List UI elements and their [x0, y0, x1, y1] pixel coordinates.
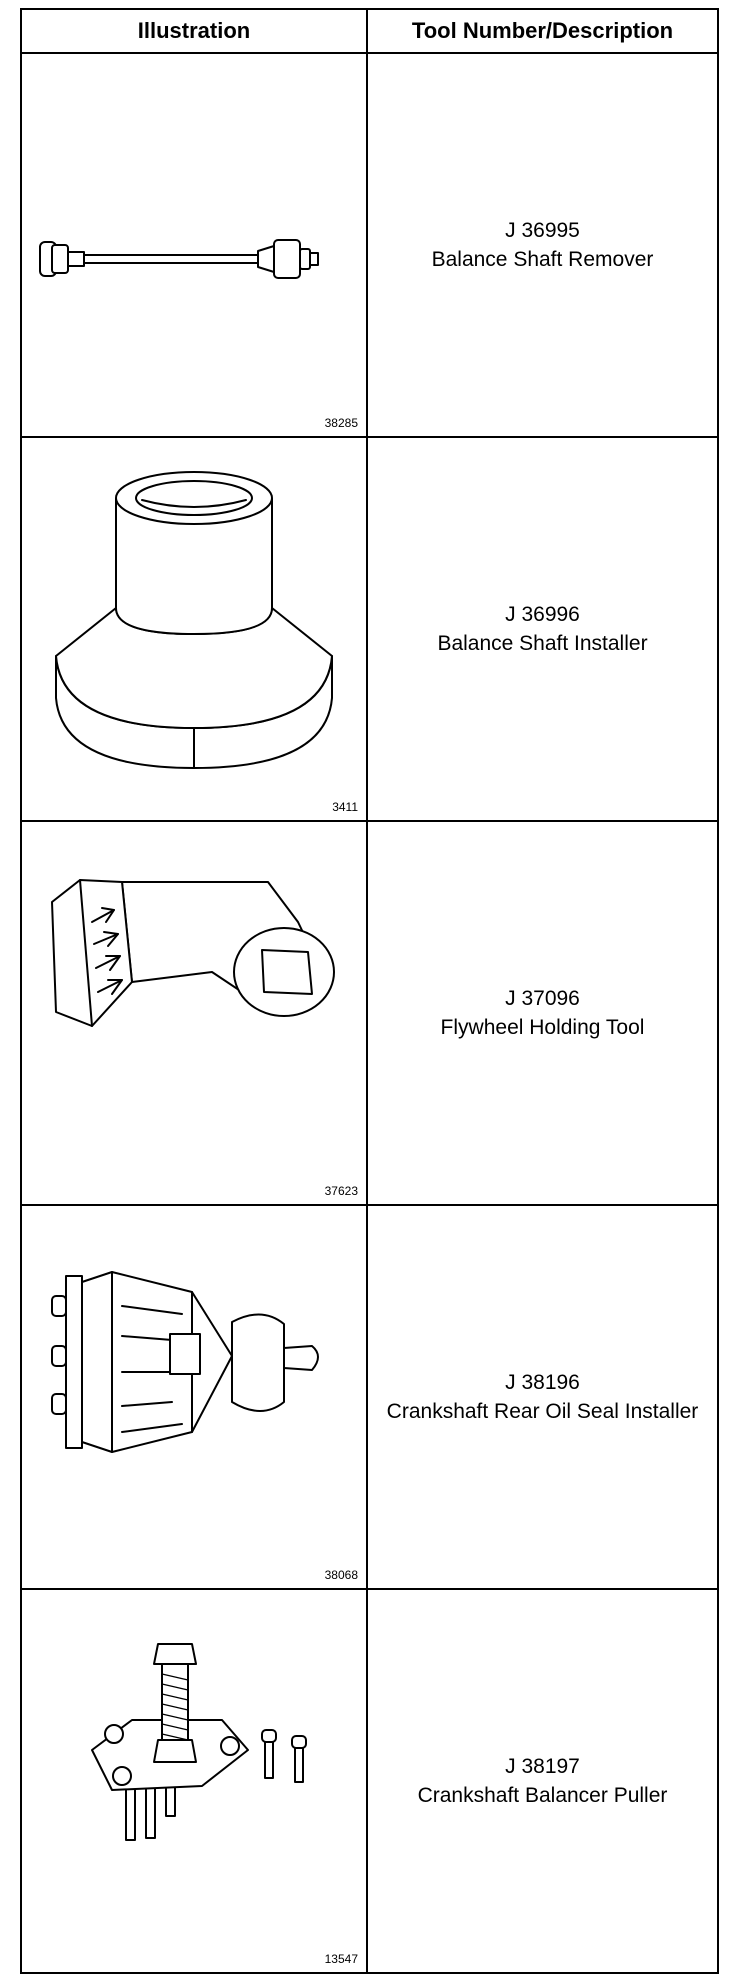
- table-header-row: Illustration Tool Number/Description: [20, 8, 719, 54]
- tool-number: J 38196: [505, 1371, 580, 1394]
- tool-description: Balance Shaft Installer: [437, 632, 648, 655]
- tool-description-cell: J 38196 Crankshaft Rear Oil Seal Install…: [366, 1204, 719, 1590]
- illustration-cell: 37623: [20, 820, 368, 1206]
- tool-description-cell: J 36996 Balance Shaft Installer: [366, 436, 719, 822]
- table-row: 38068 J 38196 Crankshaft Rear Oil Seal I…: [20, 1204, 719, 1590]
- figure-number: 38068: [324, 1568, 358, 1582]
- tool-description-cell: J 38197 Crankshaft Balancer Puller: [366, 1588, 719, 1974]
- table-row: 3411 J 36996 Balance Shaft Installer: [20, 436, 719, 822]
- header-tool-number-description: Tool Number/Description: [366, 8, 719, 54]
- illustration-cell: 38068: [20, 1204, 368, 1590]
- tool-description: Balance Shaft Remover: [431, 248, 654, 271]
- tool-description-cell: J 36995 Balance Shaft Remover: [366, 52, 719, 438]
- table-row: 38285 J 36995 Balance Shaft Remover: [20, 52, 719, 438]
- figure-number: 13547: [324, 1952, 358, 1966]
- figure-number: 38285: [324, 416, 358, 430]
- tool-number: J 36995: [505, 219, 580, 242]
- table-row: 37623 J 37096 Flywheel Holding Tool: [20, 820, 719, 1206]
- special-tools-table: Illustration Tool Number/Description 382…: [20, 8, 719, 1974]
- flywheel-holding-tool-drawing: [51, 879, 335, 1027]
- crankshaft-rear-oil-seal-installer-drawing: [51, 1271, 319, 1453]
- illustration-cell: 13547: [20, 1588, 368, 1974]
- crankshaft-balancer-puller-drawing: [91, 1643, 307, 1841]
- figure-number: 37623: [324, 1184, 358, 1198]
- balance-shaft-remover-drawing: [39, 239, 319, 279]
- tool-description-cell: J 37096 Flywheel Holding Tool: [366, 820, 719, 1206]
- tool-description: Crankshaft Rear Oil Seal Installer: [386, 1400, 699, 1423]
- tool-number: J 36996: [505, 603, 580, 626]
- figure-number: 3411: [332, 800, 358, 814]
- table-row: 13547 J 38197 Crankshaft Balancer Puller: [20, 1588, 719, 1974]
- tool-number: J 37096: [505, 987, 580, 1010]
- header-illustration: Illustration: [20, 8, 368, 54]
- tool-number: J 38197: [505, 1755, 580, 1778]
- tool-description: Flywheel Holding Tool: [440, 1016, 645, 1039]
- illustration-cell: 38285: [20, 52, 368, 438]
- balance-shaft-installer-drawing: [55, 471, 333, 769]
- illustration-cell: 3411: [20, 436, 368, 822]
- tool-description: Crankshaft Balancer Puller: [417, 1784, 668, 1807]
